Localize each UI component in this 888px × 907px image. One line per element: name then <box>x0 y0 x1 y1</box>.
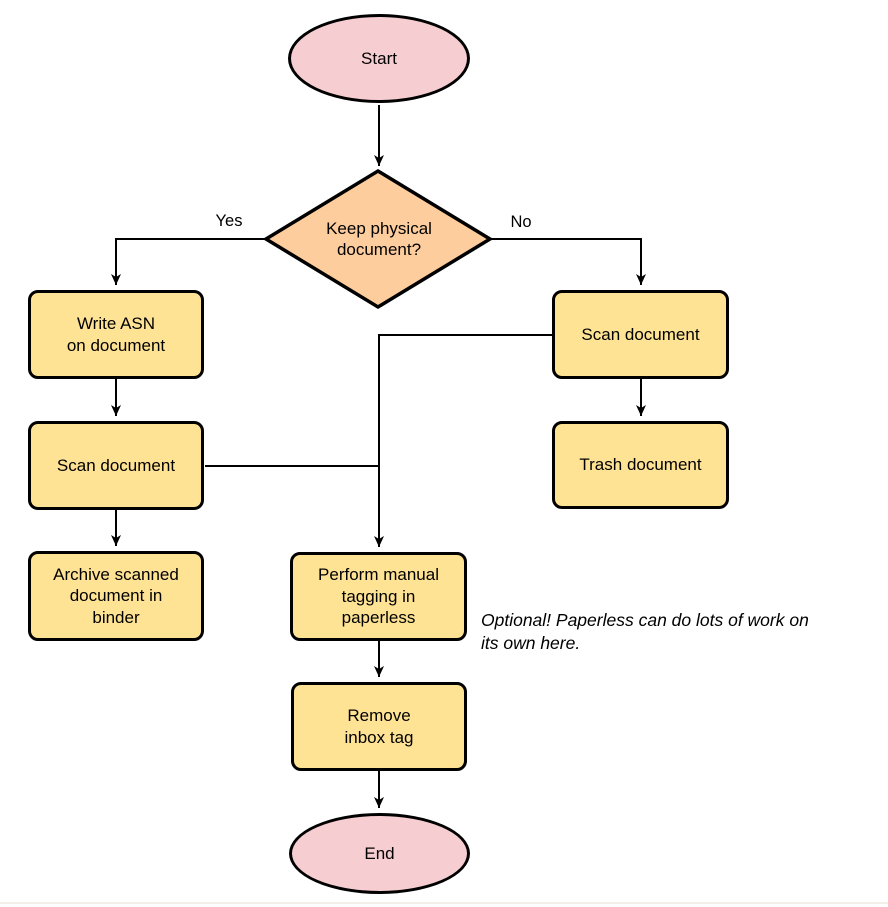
process-manual-tagging-label: Perform manual tagging in paperless <box>318 565 439 628</box>
optional-note: Optional! Paperless can do lots of work … <box>481 610 809 654</box>
canvas-bottom-edge <box>0 902 888 904</box>
process-write-asn-label: Write ASN on document <box>66 314 166 355</box>
end-node-label: End <box>364 843 395 863</box>
process-scan-document-left: Scan document <box>28 421 204 510</box>
process-remove-inbox-tag: Remove inbox tag <box>291 682 467 771</box>
decision-node-shape <box>262 168 494 310</box>
process-manual-tagging: Perform manual tagging in paperless <box>290 552 467 641</box>
decision-node: Keep physical document? <box>278 210 480 268</box>
edge-scan-right-to-tagging <box>374 334 552 547</box>
process-scan-document-right-label: Scan document <box>581 324 700 344</box>
edge-label-no: No <box>510 213 532 231</box>
process-archive-document-label: Archive scanned document in binder <box>53 564 179 627</box>
process-trash-document: Trash document <box>552 421 729 509</box>
edge-decision-no-to-scan-right <box>490 238 646 285</box>
edge-label-yes: Yes <box>215 212 243 230</box>
start-node-label: Start <box>361 48 397 68</box>
process-scan-document-right: Scan document <box>552 290 729 379</box>
process-archive-document: Archive scanned document in binder <box>28 551 204 641</box>
process-trash-document-label: Trash document <box>579 455 702 475</box>
edge-decision-yes-to-write-asn <box>111 238 266 285</box>
end-node: End <box>289 813 470 894</box>
process-remove-inbox-tag-label: Remove inbox tag <box>344 706 414 747</box>
process-scan-document-left-label: Scan document <box>56 455 176 475</box>
process-write-asn: Write ASN on document <box>28 290 204 379</box>
start-node: Start <box>288 14 470 103</box>
decision-node-label: Keep physical document? <box>326 218 432 259</box>
